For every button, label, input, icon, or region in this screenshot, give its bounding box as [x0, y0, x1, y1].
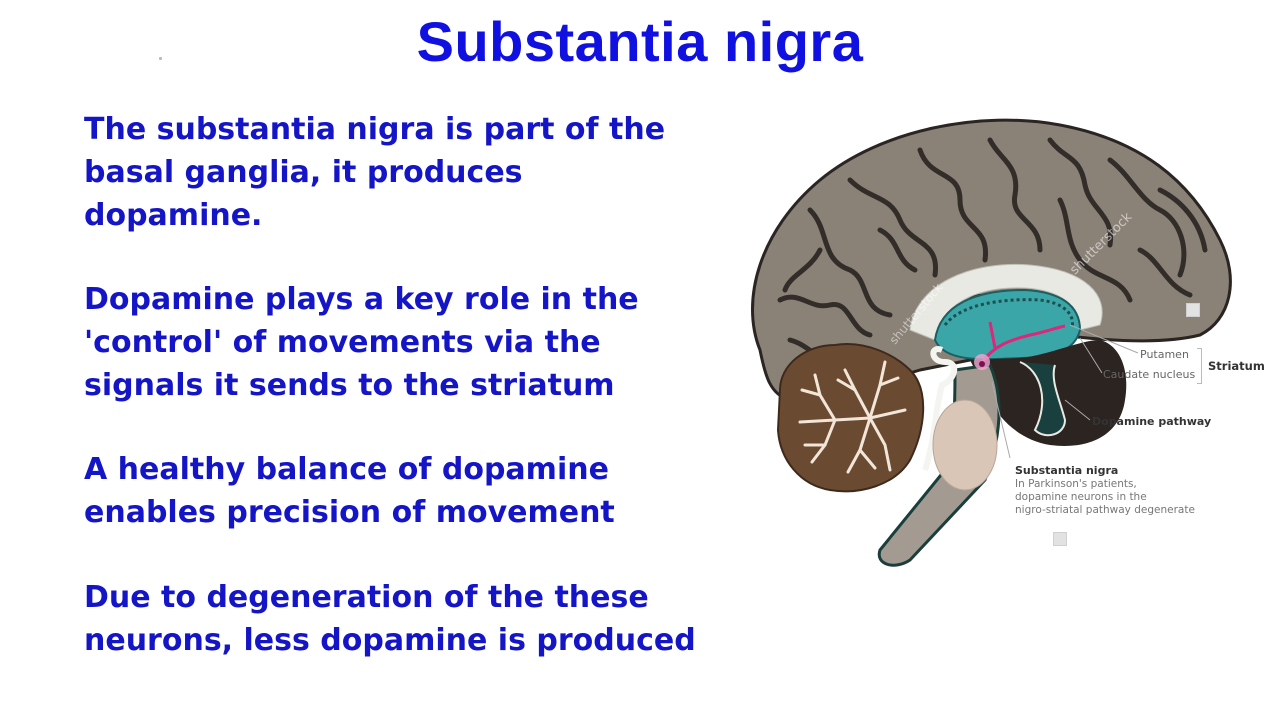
- striatum-bracket: [1197, 348, 1202, 384]
- pons: [932, 399, 998, 491]
- label-substantia-nigra-description: In Parkinson's patients, dopamine neuron…: [1015, 478, 1195, 516]
- artifact-speck: [159, 57, 162, 60]
- label-striatum: Striatum: [1208, 359, 1265, 373]
- corpus-callosum: [909, 263, 1103, 341]
- paragraph-degeneration: Due to degeneration of the these neurons…: [84, 580, 696, 658]
- label-putamen: Putamen: [1140, 348, 1189, 361]
- slide-title: Substantia nigra: [0, 6, 1280, 78]
- label-caudate-nucleus: Caudate nucleus: [1103, 368, 1196, 381]
- label-substantia-nigra: Substantia nigra: [1015, 464, 1119, 477]
- watermark-icon: [1053, 532, 1067, 546]
- watermark-icon: [1186, 303, 1200, 317]
- arbor-vitae: [798, 360, 907, 474]
- leader-lines: [991, 324, 1139, 459]
- paragraph-dopamine-role: Dopamine plays a key role in the 'contro…: [84, 282, 639, 403]
- brain-diagram: shutterstock shutterstock Putamen Caudat…: [720, 100, 1280, 580]
- paragraph-healthy-balance: A healthy balance of dopamine enables pr…: [84, 452, 615, 530]
- paragraph-basal-ganglia: The substantia nigra is part of the basa…: [84, 112, 666, 233]
- slide-title-text: Substantia nigra: [416, 10, 864, 73]
- label-dopamine-pathway: Dopamine pathway: [1092, 415, 1212, 428]
- brain-illustration: shutterstock shutterstock: [751, 118, 1232, 567]
- dopamine-pathway: [980, 321, 1066, 363]
